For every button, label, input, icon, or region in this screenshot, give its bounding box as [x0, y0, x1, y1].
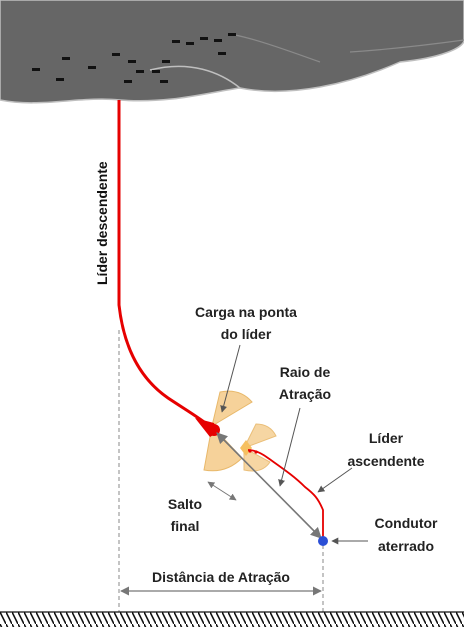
label-final-jump-line2: final	[171, 518, 200, 534]
label-ascending-leader-line2: ascendente	[347, 453, 424, 469]
ground-hatch	[0, 612, 464, 627]
ascending-leader-pointer	[317, 467, 353, 493]
label-attraction-radius-line1: Raio de	[280, 364, 331, 380]
storm-cloud	[0, 0, 464, 104]
label-grounded-conductor-line1: Condutor	[375, 515, 439, 531]
label-descending-leader: Líder descendente	[94, 161, 110, 285]
label-charge-tip-line2: do líder	[221, 326, 272, 342]
label-attraction-distance: Distância de Atração	[152, 569, 290, 585]
label-final-jump-line1: Salto	[168, 496, 202, 512]
descending-leader-path	[117, 100, 213, 430]
attraction-radius-pointer	[278, 407, 301, 487]
grounded-conductor	[318, 536, 328, 546]
label-ascending-leader-line1: Líder	[369, 430, 404, 446]
label-attraction-radius-line2: Atração	[279, 386, 331, 402]
negative-charges	[32, 33, 236, 83]
label-charge-tip-line1: Carga na ponta	[195, 304, 297, 320]
final-jump-pointer	[207, 481, 237, 501]
charge-tip-pointer	[220, 344, 241, 413]
label-grounded-conductor-line2: aterrado	[378, 538, 434, 554]
final-jump-arrow	[216, 432, 322, 539]
